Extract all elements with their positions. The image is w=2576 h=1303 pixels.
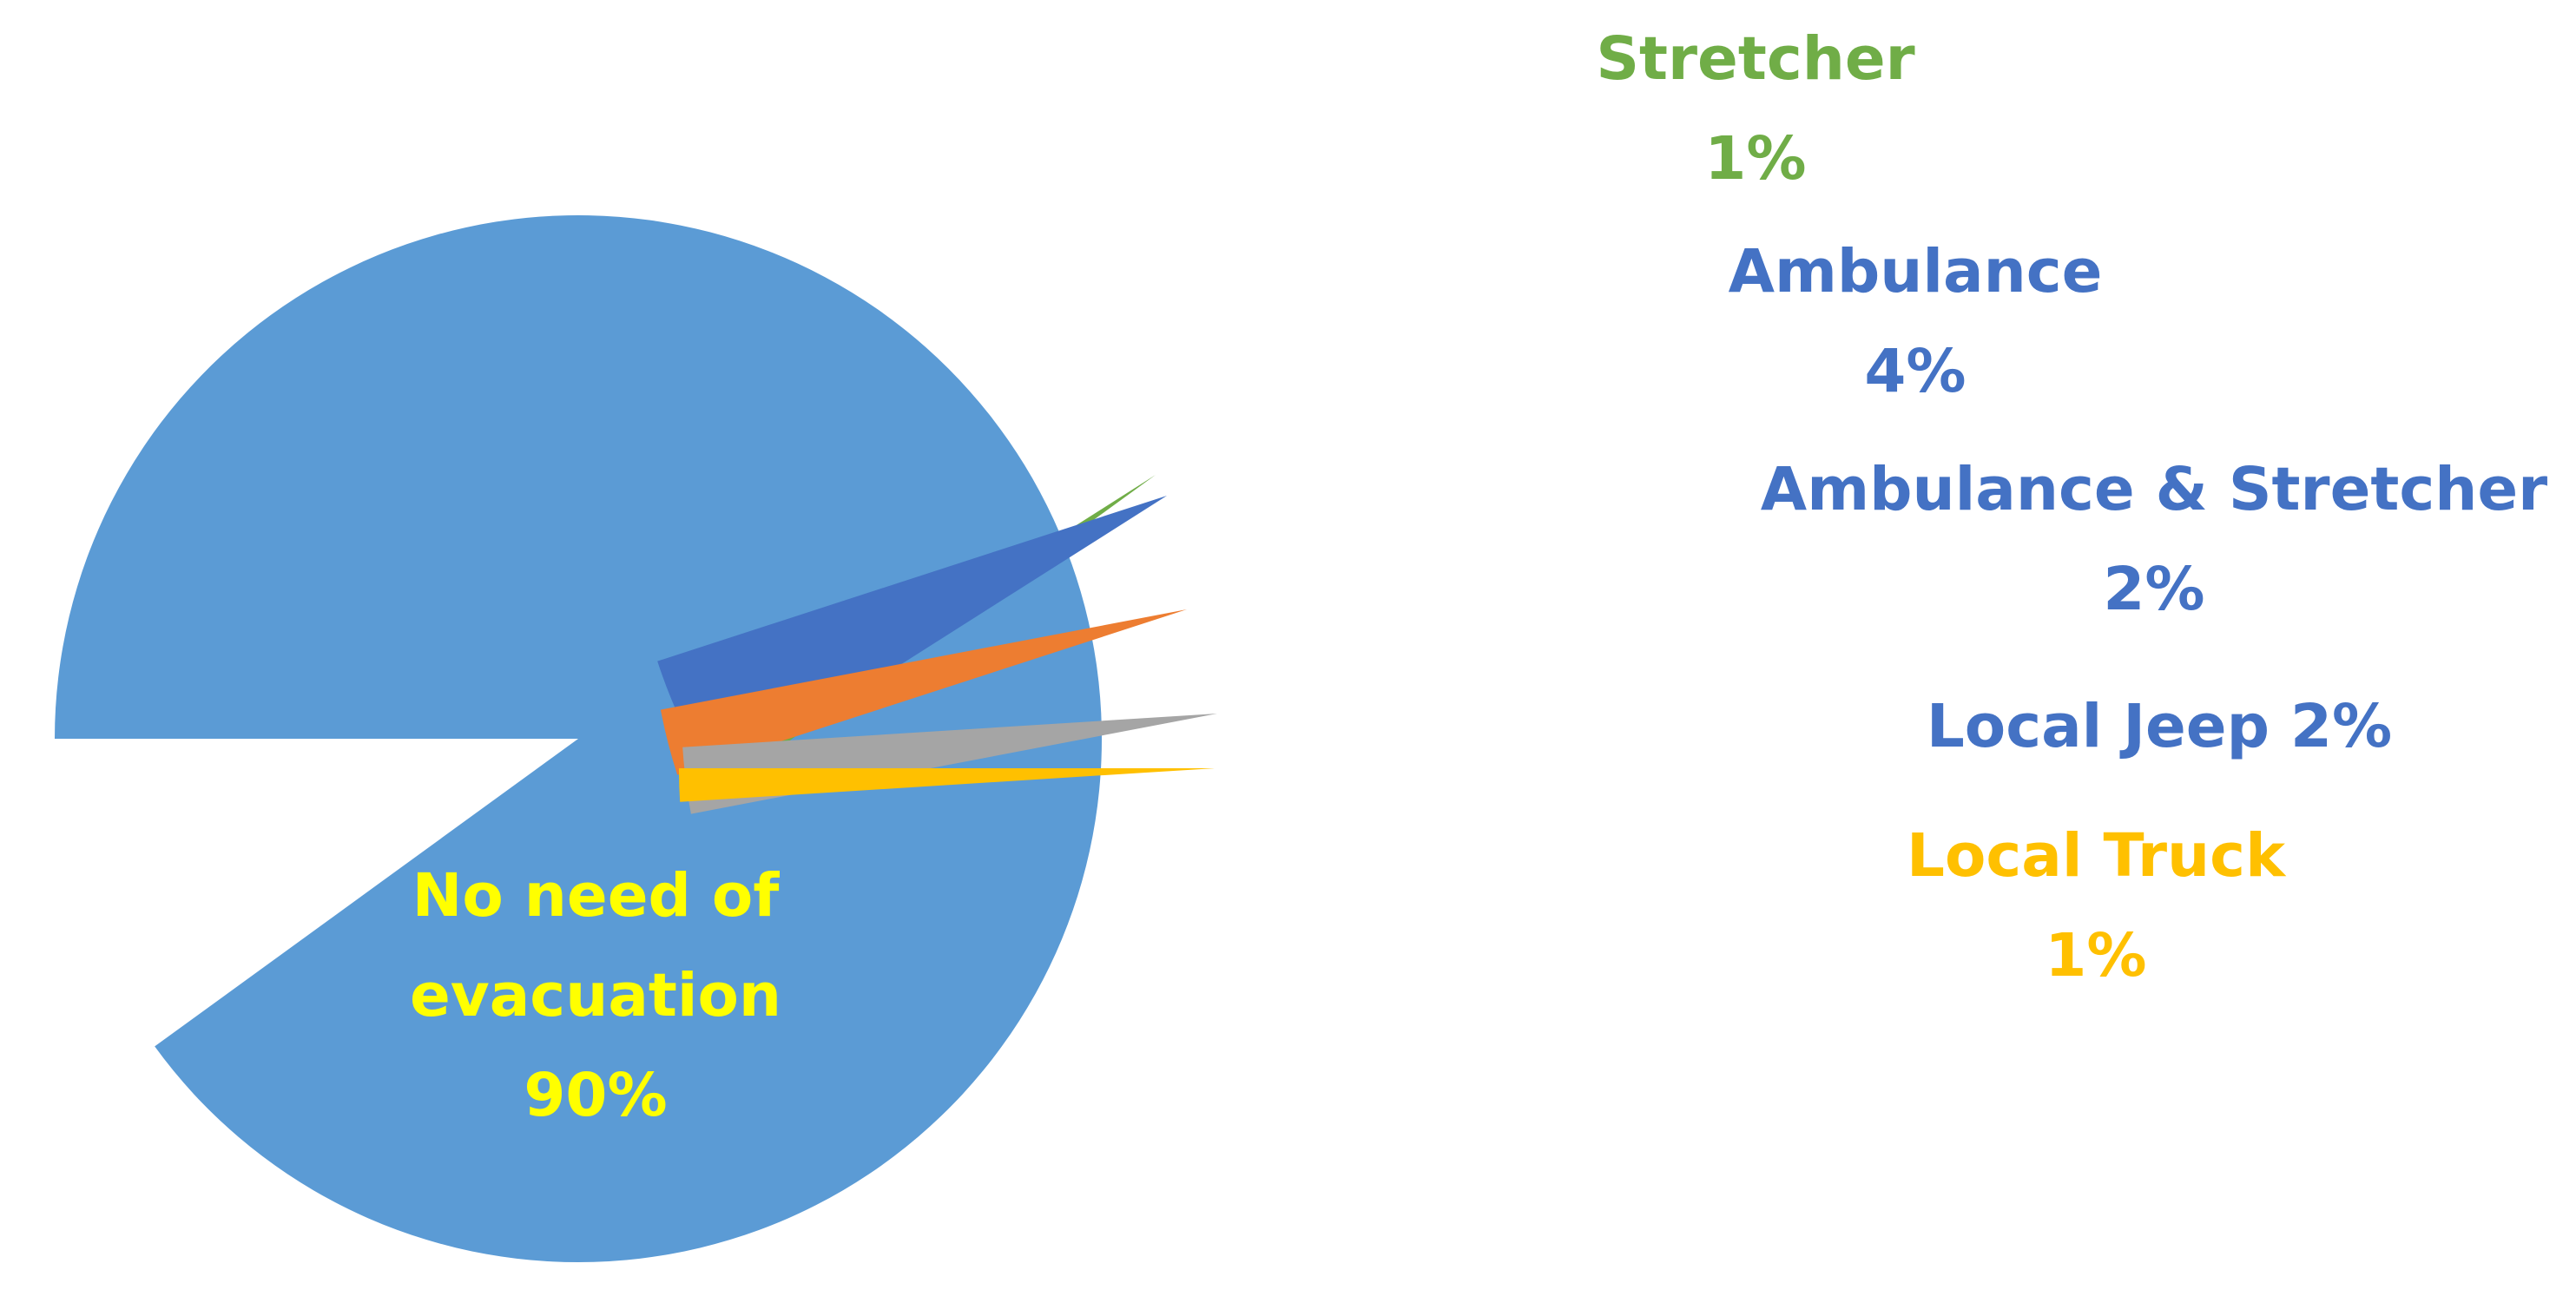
slice-label-stretcher: Stretcher 1% (1596, 24, 1914, 194)
slice-label-line: Local Jeep 2% (1927, 692, 2392, 761)
slice-label-line: Stretcher (1596, 24, 1914, 94)
slice-label-line: No need of (412, 861, 781, 931)
slice-label-line: Local Truck (1907, 821, 2287, 891)
pie-slice-no-need-of-evacuation (55, 214, 1102, 1263)
pie-slice-local-truck (679, 768, 1215, 802)
slice-label-local-jeep: Local Jeep 2% (1927, 692, 2392, 761)
slice-labels: No need of evacuation 90% Stretcher 1% Ambula… (410, 24, 2547, 1130)
slice-label-local-truck: Local Truck 1% (1907, 821, 2287, 990)
slice-label-line: 90% (524, 1061, 667, 1130)
slice-label-ambulance: Ambulance 4% (1729, 237, 2103, 406)
slice-label-line: Ambulance & Stretcher (1761, 455, 2547, 524)
slice-label-line: Ambulance (1729, 237, 2103, 306)
pie-slice-ambulance-stretcher (660, 609, 1187, 775)
pie-slices (55, 214, 1217, 1263)
slice-label-line: 2% (2103, 555, 2204, 624)
slice-label-ambulance-stretcher: Ambulance & Stretcher 2% (1761, 455, 2547, 624)
slice-label-line: 1% (2045, 921, 2146, 990)
slice-label-no-need-of-evacuation: No need of evacuation 90% (410, 861, 781, 1130)
slice-label-line: 4% (1864, 337, 1966, 406)
slice-label-line: evacuation (410, 961, 781, 1030)
slice-label-line: 1% (1704, 124, 1806, 194)
